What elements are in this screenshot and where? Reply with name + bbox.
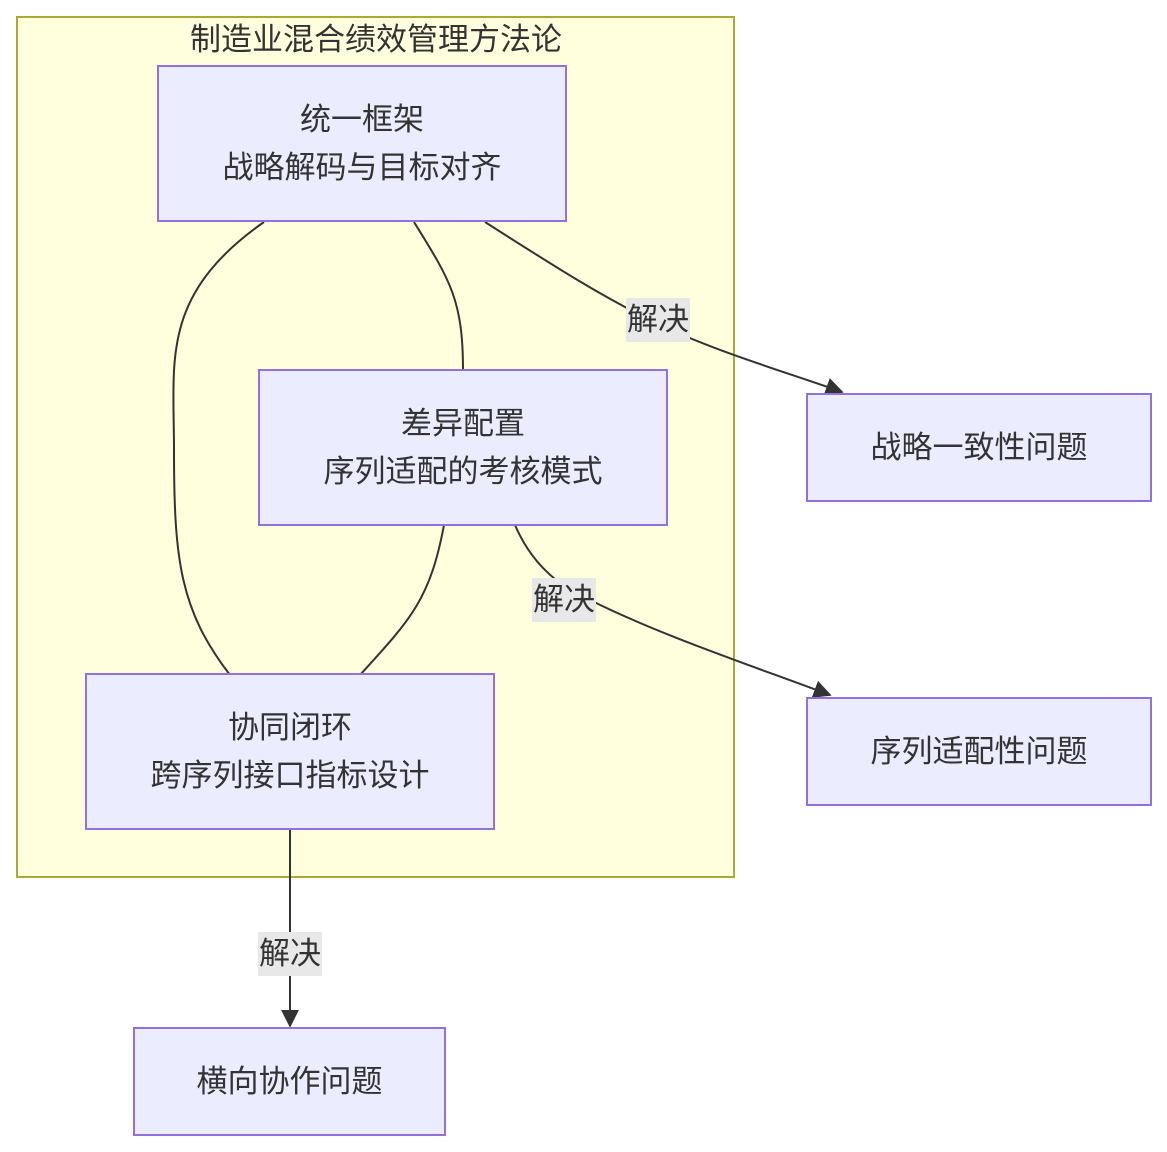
node-unified-subtitle: 战略解码与目标对齐 xyxy=(222,149,502,186)
node-collab-title: 协同闭环 xyxy=(228,709,352,746)
node-collab-subtitle: 跨序列接口指标设计 xyxy=(150,757,430,794)
node-differential-config: 差异配置 序列适配的考核模式 xyxy=(258,369,668,526)
node-sequence-fit-problem: 序列适配性问题 xyxy=(806,697,1152,806)
edge-diff-sequence xyxy=(514,524,832,698)
edge-label-unified-strategy: 解决 xyxy=(626,298,690,342)
edge-label-diff-sequence: 解决 xyxy=(532,578,596,622)
edge-label-collab-horizontal: 解决 xyxy=(258,932,322,976)
node-unified-title: 统一框架 xyxy=(300,101,424,138)
cluster-title: 制造业混合绩效管理方法论 xyxy=(190,22,562,58)
node-collaborative-loop: 协同闭环 跨序列接口指标设计 xyxy=(85,673,495,830)
node-horizontal-problem-label: 横向协作问题 xyxy=(196,1063,383,1100)
node-unified-framework: 统一框架 战略解码与目标对齐 xyxy=(157,65,567,222)
edge-diff-collab xyxy=(359,524,445,676)
node-strategy-problem-label: 战略一致性问题 xyxy=(870,429,1088,466)
node-strategy-consistency-problem: 战略一致性问题 xyxy=(806,393,1152,502)
node-horizontal-collab-problem: 横向协作问题 xyxy=(133,1027,446,1136)
edge-unified-diff xyxy=(413,221,464,371)
node-diff-subtitle: 序列适配的考核模式 xyxy=(323,453,603,490)
node-diff-title: 差异配置 xyxy=(401,405,525,442)
edge-unified-collab xyxy=(172,221,265,676)
node-sequence-problem-label: 序列适配性问题 xyxy=(870,733,1088,770)
